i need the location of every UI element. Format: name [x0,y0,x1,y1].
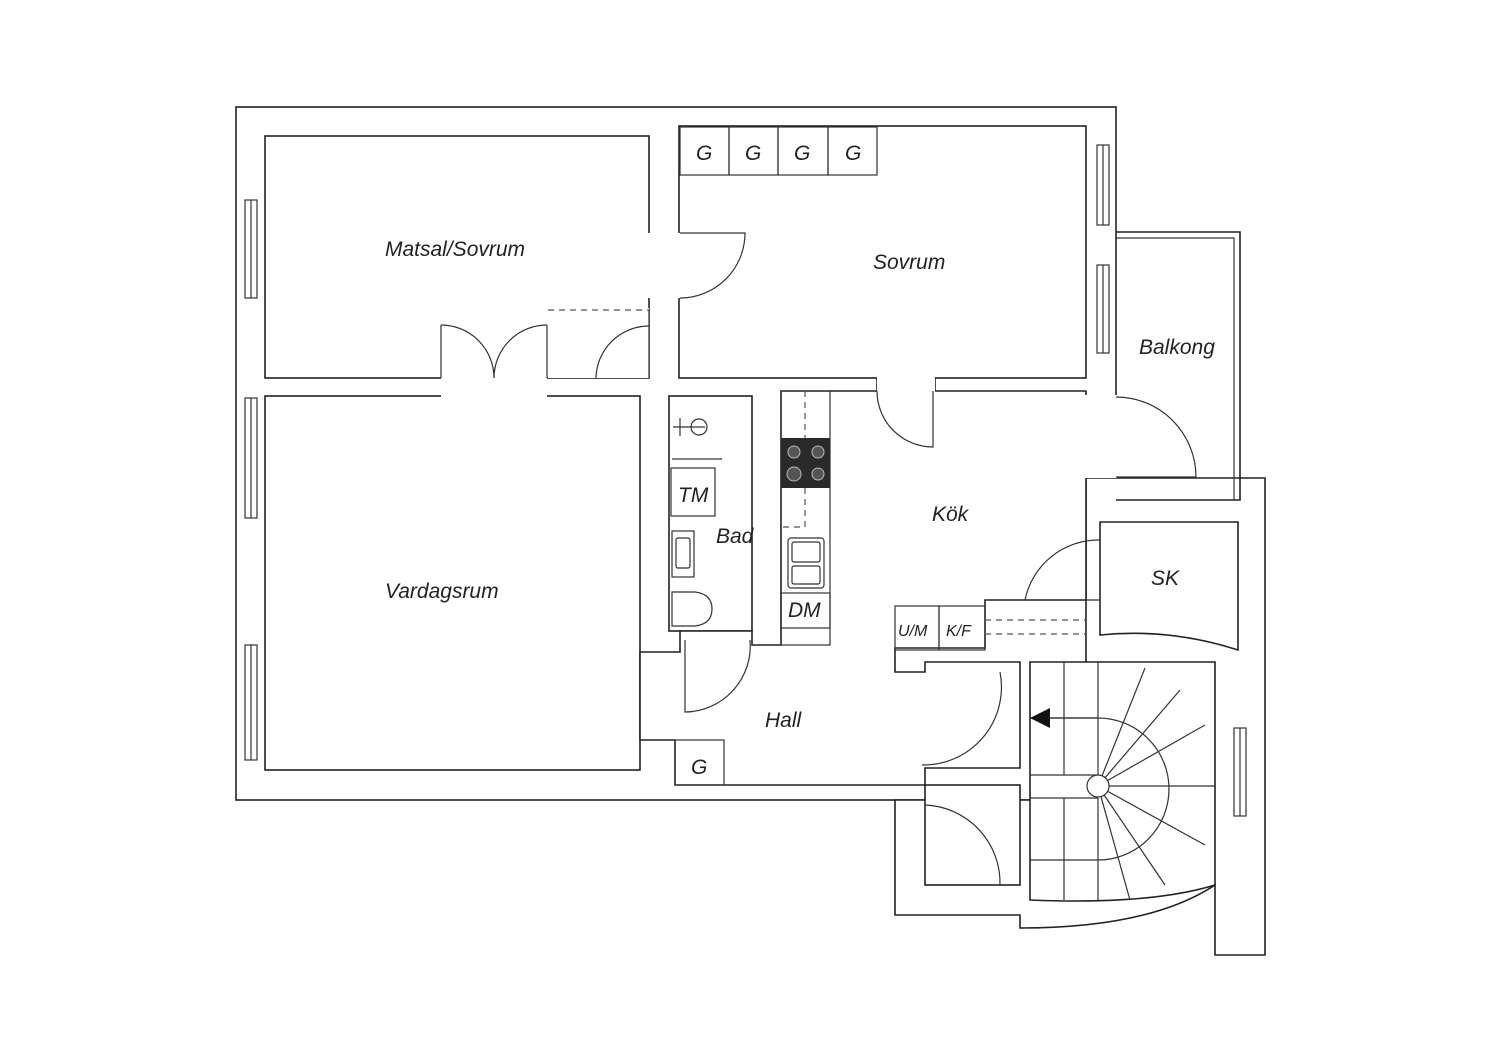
balkong-railing [1116,231,1241,501]
wardrobes [674,126,878,786]
room-label-sk: SK [1151,567,1180,590]
room-label-kok: Kök [932,503,970,526]
room-label-hall: Hall [765,709,803,732]
wardrobe-label: G [745,142,761,165]
wardrobe-label: G [691,756,707,779]
room-label-bad: Bad [716,525,755,548]
dm-label: DM [788,599,821,622]
room-label-matsal: Matsal/Sovrum [385,238,525,261]
room-label-vardagsrum: Vardagsrum [385,580,499,603]
wardrobe-label: G [696,142,712,165]
windows [244,144,1247,817]
kitchen-counter [780,390,831,646]
bathroom-fixtures [670,418,722,627]
um-label: U/M [898,623,928,640]
kf-label: K/F [946,623,972,640]
tm-label: TM [678,484,709,507]
wardrobe-label: G [794,142,810,165]
wardrobe-label: G [845,142,861,165]
appliance-units [894,605,1086,651]
room-interiors [264,125,1239,902]
room-label-sovrum: Sovrum [873,251,945,274]
doors [440,232,1197,886]
staircase [1030,662,1215,901]
room-label-balkong: Balkong [1139,336,1215,359]
